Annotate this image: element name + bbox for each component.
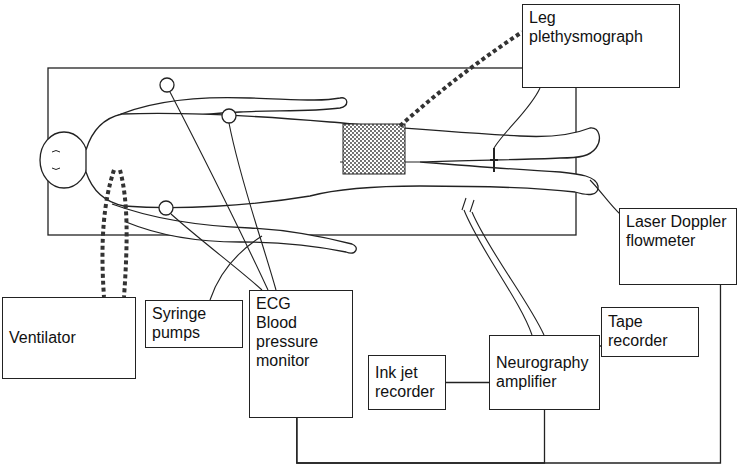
plethysmograph-box: Leg plethysmograph [522,4,680,88]
recorder-box: Tape recorder [601,307,699,357]
pump-box: Syringe pumps [145,300,243,348]
monitor-box: ECGBlood pressure monitor [249,290,353,418]
gauge-cable [494,88,540,148]
signal-cable [297,285,721,463]
box-sublabel: Blood pressure monitor [256,314,346,371]
ventilator-box: Ventilator [2,297,136,379]
box-label: Neurography amplifier [496,354,593,392]
box-label: Laser Doppler flowmeter [626,213,730,251]
strain-gauge [490,148,498,172]
box-label: Tape recorder [608,313,692,351]
flowmeter-box: Laser Doppler flowmeter [619,208,737,285]
electrode [159,201,173,215]
electrode [160,78,174,92]
recorder-box: Ink jet recorder [368,355,446,410]
laser-probe [590,180,620,214]
electrode [222,109,236,123]
amplifier-box: Neurography amplifier [489,335,600,410]
box-label: ECG [256,295,346,314]
thigh-cuff [343,124,405,174]
plethysmograph-cable [400,32,522,126]
box-label: Syringe pumps [152,305,236,343]
neurography-lead [462,198,544,335]
box-label: Ventilator [9,329,129,348]
ecg-lead [170,92,276,290]
face [52,151,60,170]
head [40,132,88,188]
ventilator-tube [102,170,126,297]
body [86,113,599,207]
box-label: Leg plethysmograph [529,9,673,47]
signal-cable [446,382,489,383]
arm-lower [112,204,356,253]
box-label: Ink jet recorder [375,364,439,402]
